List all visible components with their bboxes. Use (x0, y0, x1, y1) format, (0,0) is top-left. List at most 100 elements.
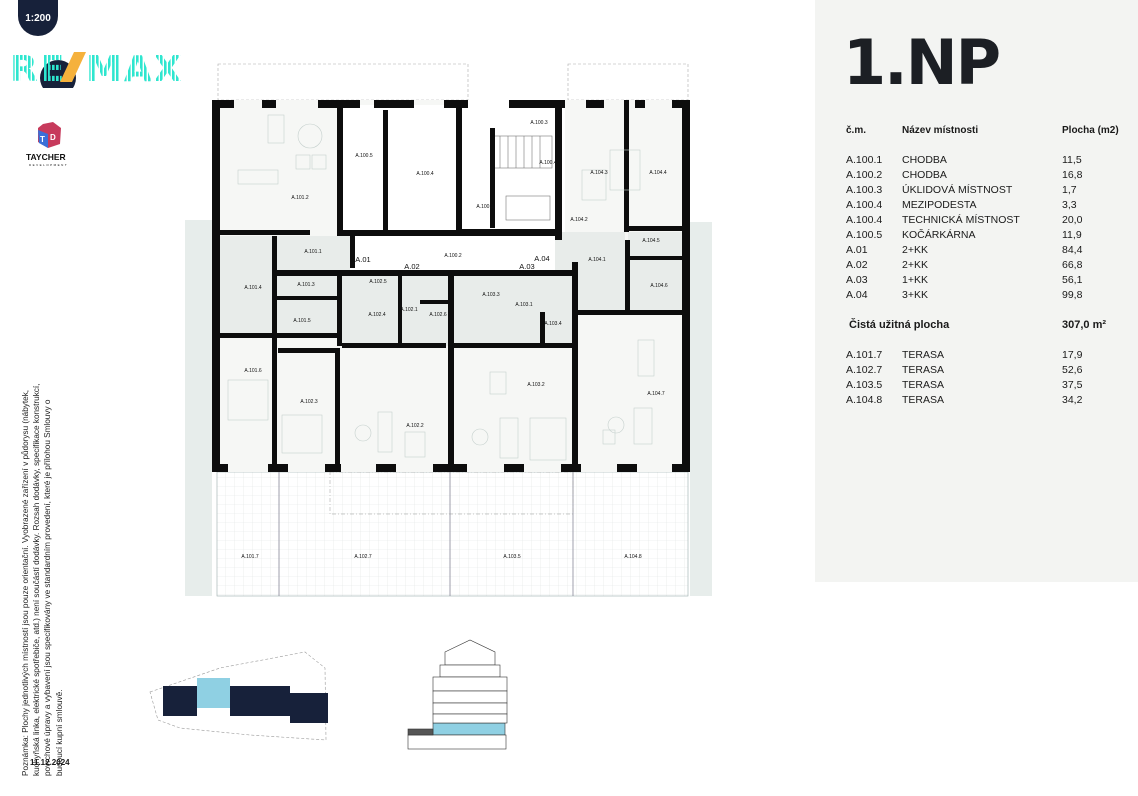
room-label: A.103.1 (515, 302, 532, 308)
room-label: A.102.6 (429, 312, 446, 318)
unit-label: A.03 (519, 262, 534, 271)
table-row: A.103.5 TERASA 37,5 (846, 379, 1136, 394)
cell-name: 1+KK (902, 274, 928, 286)
cell-area: 99,8 (1062, 289, 1083, 301)
cell-number: A.103.5 (846, 379, 883, 391)
room-label: A.101.5 (293, 318, 310, 324)
cell-name: 3+KK (902, 289, 928, 301)
cell-number: A.100.4 (846, 214, 883, 226)
table-row: A.100.2 CHODBA 16,8 (846, 169, 1136, 184)
room-label: A.103.2 (527, 382, 544, 388)
svg-text:D: D (50, 133, 56, 142)
svg-text:T: T (40, 135, 45, 144)
site-key-plan (149, 651, 328, 741)
room-label: A.104.1 (588, 257, 605, 263)
header-number: č.m. (846, 125, 867, 136)
room-label: A.103.5 (503, 554, 520, 560)
cell-number: A.04 (846, 289, 868, 301)
corridor (350, 236, 555, 270)
svg-text:RE: RE (10, 49, 66, 88)
cell-number: A.100.2 (846, 169, 883, 181)
current-floor-highlight (432, 722, 506, 736)
room-label: A.102.1 (400, 307, 417, 313)
cell-area: 16,8 (1062, 169, 1083, 181)
cell-area: 37,5 (1062, 379, 1083, 391)
table-row: A.102.7 TERASA 52,6 (846, 364, 1136, 379)
room-label: A.102.4 (368, 312, 385, 318)
room-label: A.102.5 (369, 279, 386, 285)
header-name: Název místnosti (902, 125, 979, 136)
total-label: Čistá užitná plocha (849, 319, 950, 331)
cell-area: 52,6 (1062, 364, 1083, 376)
total-value: 307,0 m² (1062, 319, 1107, 331)
date: 11.12.2024 (30, 758, 70, 767)
table-header: č.m. Název místnosti Plocha (m2) (846, 125, 1136, 140)
cell-area: 20,0 (1062, 214, 1083, 226)
cell-number: A.102.7 (846, 364, 883, 376)
room-label: A.103.4 (544, 321, 561, 327)
neighbor-area-left (185, 220, 212, 596)
furniture (227, 114, 655, 461)
walls (212, 100, 690, 472)
current-unit-highlight (197, 678, 230, 708)
cell-number: A.01 (846, 244, 868, 256)
room-label: A.102.3 (300, 399, 317, 405)
room-label: A.100.3 (530, 120, 547, 126)
taycher-logo: T D TAYCHER DEVELOPMENT (26, 122, 68, 167)
cell-number: A.02 (846, 259, 868, 271)
cell-area: 3,3 (1062, 199, 1077, 211)
cell-area: 66,8 (1062, 259, 1083, 271)
cell-name: CHODBA (902, 154, 947, 166)
room-label: A.104.2 (570, 217, 587, 223)
room-label: A.102.2 (406, 423, 423, 429)
svg-text:MAX: MAX (86, 49, 183, 88)
cell-area: 56,1 (1062, 274, 1083, 286)
balcony-outline (217, 63, 469, 101)
room-label: A.100.5 (355, 153, 372, 159)
cell-name: TERASA (902, 349, 945, 361)
cell-area: 34,2 (1062, 394, 1083, 406)
room-label: A.100.2 (444, 253, 461, 259)
cell-name: TERASA (902, 364, 945, 376)
room-label: A.100.4 (539, 160, 556, 166)
unit-label: A.04 (534, 254, 549, 263)
room-label: A.104.6 (650, 283, 667, 289)
cell-name: MEZIPODESTA (902, 199, 977, 211)
cell-number: A.101.7 (846, 349, 883, 361)
svg-text:DEVELOPMENT: DEVELOPMENT (29, 163, 68, 167)
section-key (407, 639, 508, 750)
cell-name: ÚKLIDOVÁ MÍSTNOST (902, 184, 1013, 196)
neighbor-area-right (690, 222, 712, 596)
room-schedule-panel: 1.NP č.m. Název místnosti Plocha (m2) A.… (815, 0, 1138, 582)
disclaimer-note: Poznámka: Plochy jednotlivých místností … (21, 383, 64, 776)
cell-name: CHODBA (902, 169, 947, 181)
room-label: A.104.4 (649, 170, 666, 176)
room-label: A.101.4 (244, 285, 261, 291)
remax-logo: RE MAX (10, 49, 183, 88)
room-label: A.101.7 (241, 554, 258, 560)
cell-number: A.104.8 (846, 394, 883, 406)
terrace (216, 471, 689, 597)
table-row: A.100.4 TECHNICKÁ MÍSTNOST 20,0 (846, 214, 1136, 229)
room-label: A.100.4 (416, 171, 433, 177)
cell-name: TERASA (902, 394, 945, 406)
scale-badge: 1:200 (18, 0, 58, 36)
table-row: A.104.8 TERASA 34,2 (846, 394, 1136, 409)
cell-name: TERASA (902, 379, 945, 391)
cell-number: A.100.3 (846, 184, 883, 196)
cell-area: 11,5 (1062, 154, 1082, 166)
unit-label: A.01 (355, 255, 370, 264)
cell-name: 2+KK (902, 244, 928, 256)
room-label: A.104.3 (590, 170, 607, 176)
svg-text:TAYCHER: TAYCHER (26, 152, 66, 162)
unit-label: A.02 (404, 262, 419, 271)
room-label: A.104.5 (642, 238, 659, 244)
cell-name: KOČÁRKÁRNA (902, 229, 976, 241)
cell-name: TECHNICKÁ MÍSTNOST (902, 214, 1020, 226)
